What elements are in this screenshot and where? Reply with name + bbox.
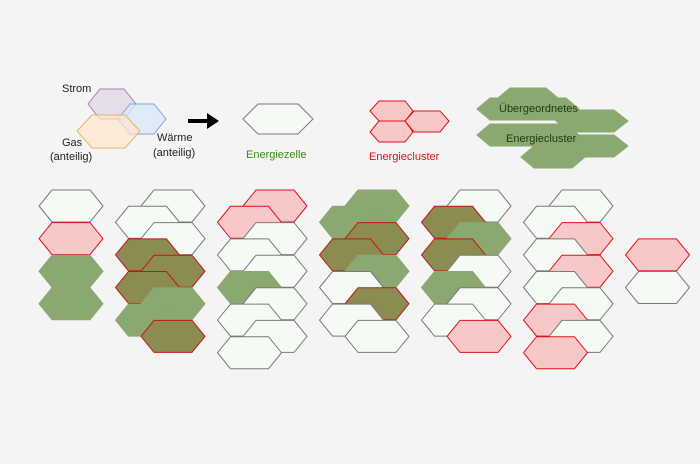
hex-cell-pink	[446, 319, 512, 353]
super-cluster-hexagon	[497, 87, 559, 109]
right-arrow-icon	[188, 113, 219, 129]
energiezelle-label: Energiezelle	[246, 149, 307, 161]
hex-cell-white	[38, 189, 104, 223]
super-cluster-hexagon	[555, 109, 629, 133]
hex-cell-olive	[140, 319, 206, 353]
hex-cell-green	[38, 254, 104, 288]
cluster-hexagon	[404, 110, 450, 133]
hex-cell-pink	[38, 222, 104, 256]
gas-hexagon	[76, 114, 141, 149]
energy-source-overlap	[76, 88, 167, 149]
waerme-sublabel: (anteilig)	[153, 147, 195, 159]
cluster-hexagon	[369, 100, 414, 122]
energiecluster-label: Energiecluster	[369, 151, 440, 163]
cluster-hexagon	[369, 120, 414, 143]
hex-cell-white	[216, 336, 283, 370]
hex-cell-white	[344, 319, 410, 353]
uebergeordnetes-cluster-group	[476, 87, 629, 169]
energiecluster-group	[369, 100, 450, 143]
hex-cell-green	[38, 287, 104, 321]
waerme-label: Wärme	[157, 132, 192, 144]
hex-grid	[38, 189, 691, 370]
strom-label: Strom	[62, 83, 91, 95]
hex-cell-pink	[522, 336, 589, 370]
uebergeordnetes-label-line1: Übergeordnetes	[499, 103, 578, 115]
energiezelle-hexagon	[242, 103, 314, 135]
hex-cell-white	[624, 271, 691, 304]
uebergeordnetes-label-line2: Energiecluster	[506, 133, 577, 145]
hex-cell-pink	[624, 238, 691, 272]
super-cluster-hexagon	[520, 145, 586, 169]
gas-sublabel: (anteilig)	[50, 151, 92, 163]
gas-label: Gas	[62, 137, 83, 149]
